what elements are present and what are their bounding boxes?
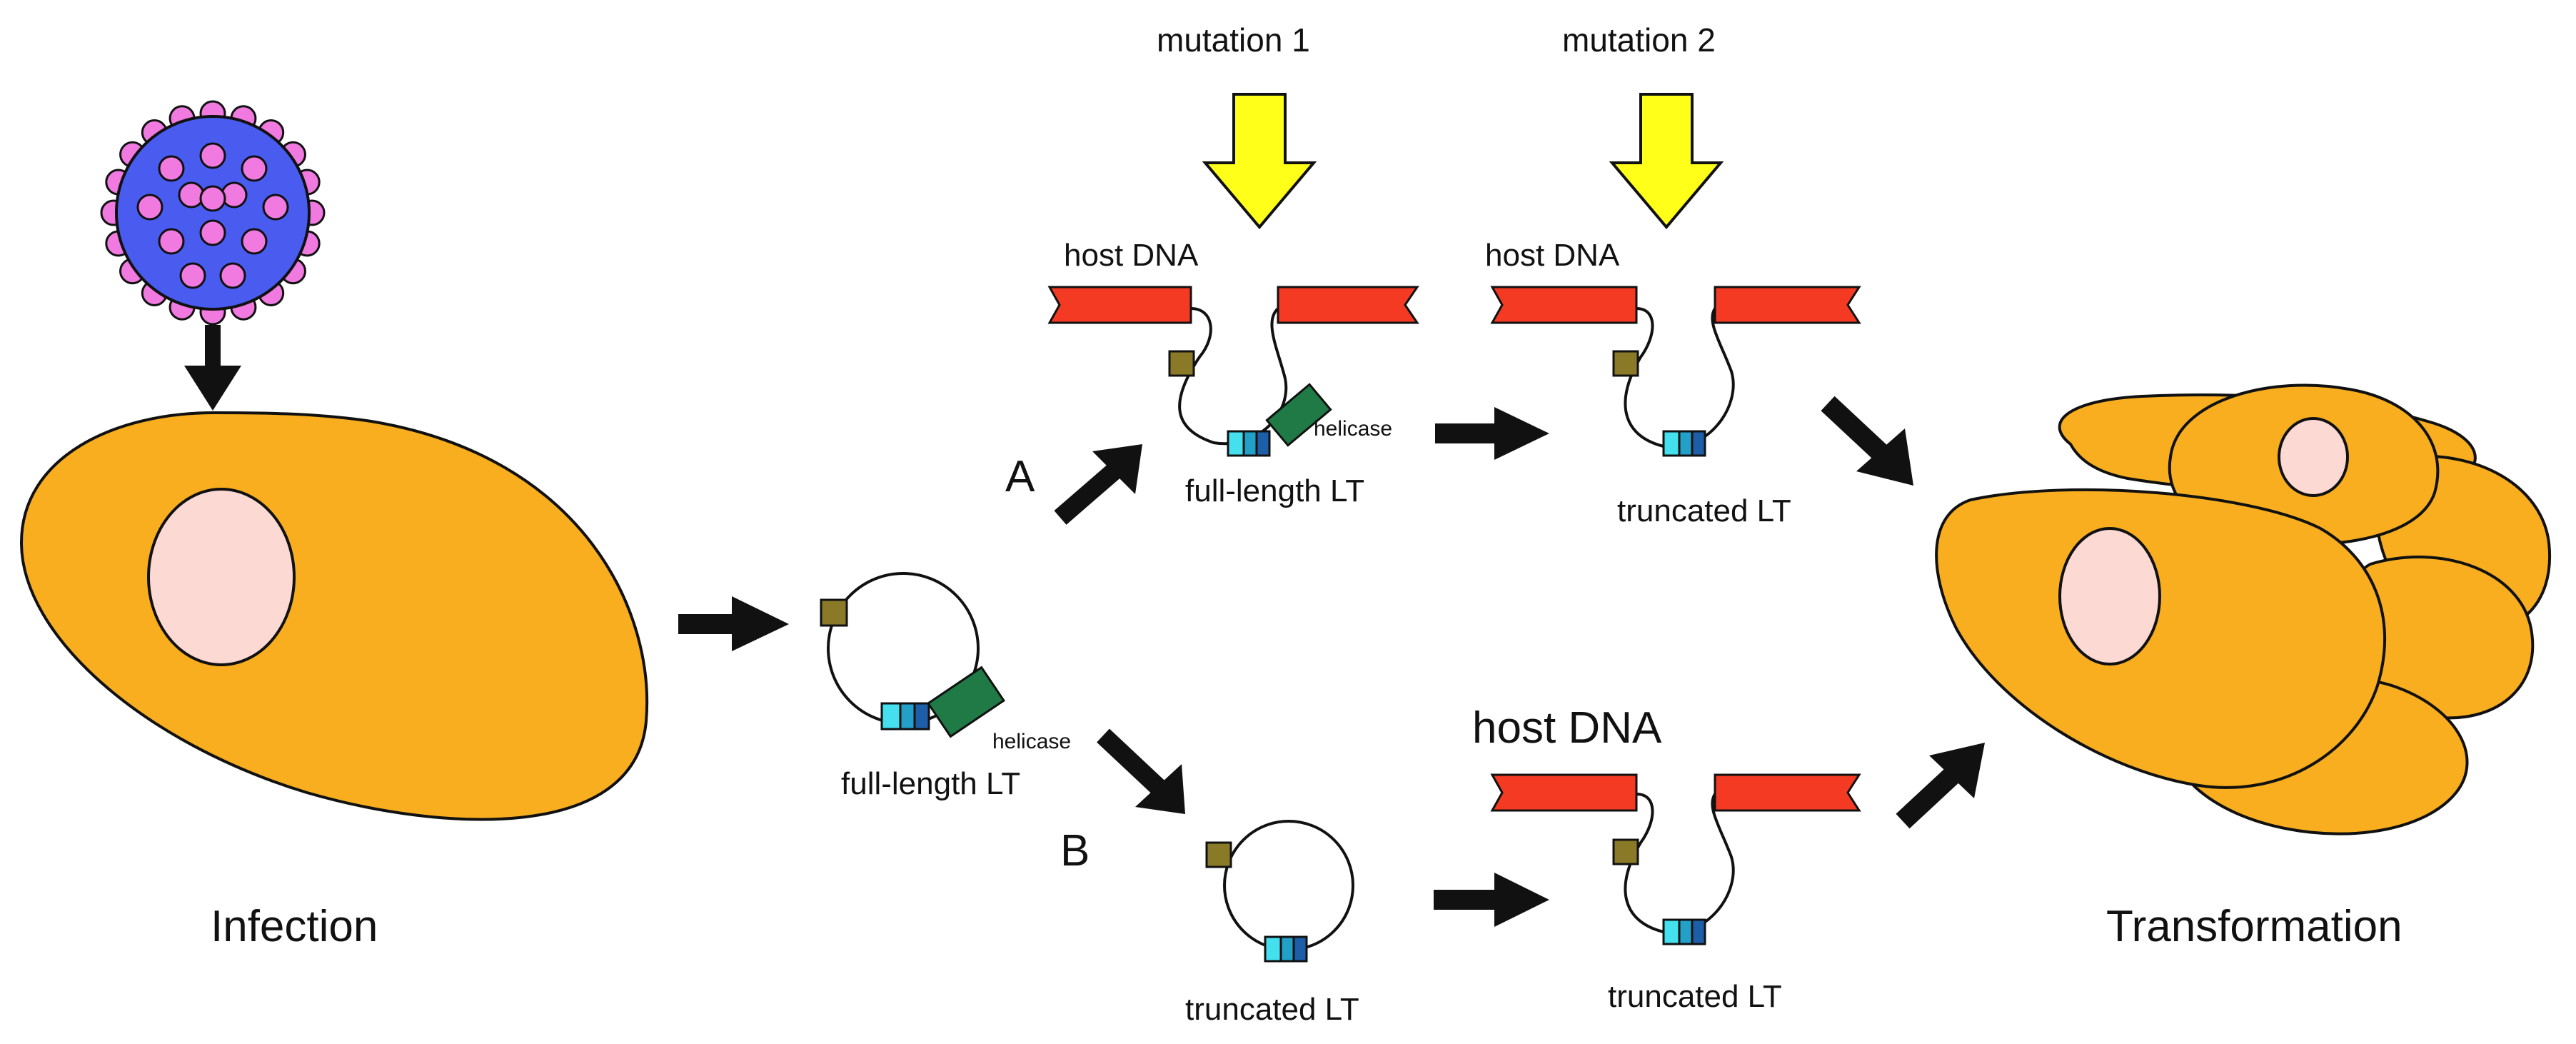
truncated-lt-label-b2: truncated LT (1608, 979, 1782, 1014)
host-dna-label-b: host DNA (1472, 703, 1662, 753)
virus-surface-dot (221, 181, 248, 209)
helicase-box-a (1265, 383, 1332, 447)
lt-domain-box-a (1227, 430, 1271, 457)
truncated-lt-label-a2: truncated LT (1617, 493, 1791, 528)
virus-surface-dot (241, 228, 268, 255)
helicase-label-a: helicase (1314, 417, 1392, 441)
arrow-mutation-1-step (1435, 407, 1549, 460)
virus-surface-dot (158, 228, 185, 255)
virus-particle-icon (100, 100, 326, 326)
transformed-cell-front (1935, 488, 2387, 789)
arrow-to-path-b (1097, 728, 1185, 814)
arrow-a-to-transformation (1821, 396, 1913, 486)
infected-cell (19, 411, 649, 821)
lt-domain-box-b (1264, 935, 1308, 963)
arrow-to-episome (678, 596, 789, 651)
helicase-box (926, 666, 1006, 738)
mutation-2-label: mutation 2 (1562, 21, 1716, 59)
origin-box-a (1168, 350, 1195, 377)
full-length-lt-label: full-length LT (841, 766, 1020, 801)
virus-surface-dot (262, 194, 289, 221)
host-dna-right-a (1277, 286, 1419, 324)
path-a-integrated-full-length: host DNA helicase full-length LT (1047, 238, 1419, 508)
full-length-lt-label-a: full-length LT (1185, 473, 1364, 508)
host-dna-right-b (1714, 773, 1861, 812)
origin-box-a2 (1612, 350, 1639, 377)
lt-domain-box-a2 (1662, 430, 1706, 457)
virus-surface-dot (158, 155, 185, 182)
virus-surface-dot (136, 194, 163, 221)
virus-surface-dot (199, 185, 226, 212)
lt-domain-box-b2 (1662, 918, 1706, 945)
lt-domain-box (880, 702, 930, 731)
virus-surface-dot (179, 262, 206, 289)
host-dna-left-b (1490, 773, 1638, 812)
virus-surface-dot (178, 181, 205, 209)
host-dna-right-a2 (1714, 286, 1861, 324)
host-dna-left-a2 (1490, 286, 1638, 324)
mutation-1-arrow-icon (1202, 93, 1317, 230)
path-b-label: B (1060, 826, 1090, 875)
origin-box-b (1205, 841, 1232, 868)
virus-surface-dot (199, 142, 226, 169)
transformation-label: Transformation (2106, 902, 2403, 951)
transformed-nucleus-top (2278, 417, 2349, 497)
host-dna-label-a: host DNA (1064, 238, 1199, 273)
mutation-1-label: mutation 1 (1157, 21, 1310, 59)
episomal-viral-genome: helicase full-length LT (820, 572, 1071, 801)
host-dna-label-a2: host DNA (1485, 238, 1620, 273)
host-dna-left-a (1047, 286, 1192, 324)
origin-box-b2 (1612, 838, 1639, 865)
path-b-integrated-truncated: host DNA truncated LT (1472, 703, 1861, 1014)
virus-surface-dot (241, 155, 268, 182)
virus-surface-dots (136, 142, 289, 289)
cell-body (19, 411, 649, 821)
mutation-2-arrow-icon (1609, 93, 1724, 230)
arrow-b-to-transformation (1896, 743, 1985, 829)
virus-surface-dot (219, 262, 246, 289)
helicase-label: helicase (992, 730, 1071, 753)
infection-arrow (184, 325, 241, 411)
infection-label: Infection (211, 902, 378, 951)
cell-nucleus (147, 488, 296, 666)
truncated-lt-label-b: truncated LT (1185, 992, 1359, 1027)
origin-box (820, 598, 848, 627)
virus-surface-dot (199, 219, 226, 246)
transformed-nucleus-front (2058, 527, 2161, 666)
arrow-b-integration-step (1434, 873, 1549, 927)
path-a-label: A (1005, 452, 1035, 501)
transformed-cells (1935, 383, 2552, 835)
path-b-episomal-truncated: truncated LT (1185, 820, 1359, 1027)
arrow-to-path-a (1054, 444, 1142, 525)
path-a-integrated-truncated: host DNA truncated LT (1485, 238, 1861, 528)
